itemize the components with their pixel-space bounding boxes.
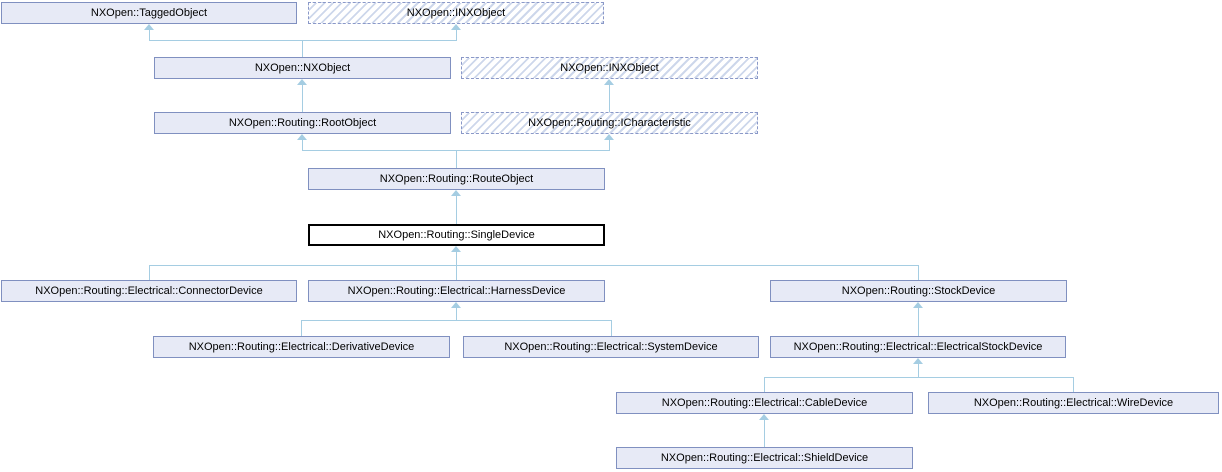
class-node-rootobject[interactable]: NXOpen::Routing::RootObject bbox=[154, 112, 451, 134]
edge-line bbox=[301, 320, 611, 321]
class-node-stockdevice[interactable]: NXOpen::Routing::StockDevice bbox=[770, 280, 1067, 302]
edge-line bbox=[764, 419, 765, 447]
edge-line bbox=[764, 377, 765, 392]
class-node-wiredevice[interactable]: NXOpen::Routing::Electrical::WireDevice bbox=[928, 392, 1219, 414]
edge-line bbox=[149, 265, 150, 280]
edge-line bbox=[456, 251, 457, 265]
edge-line bbox=[456, 150, 457, 168]
class-node-routeobject[interactable]: NXOpen::Routing::RouteObject bbox=[308, 168, 605, 190]
class-node-inxobject-mid: NXOpen::INXObject bbox=[461, 57, 758, 79]
arrowhead-icon bbox=[604, 134, 614, 140]
edge-line bbox=[918, 363, 919, 377]
class-node-taggedobject[interactable]: NXOpen::TaggedObject bbox=[1, 2, 297, 24]
class-node-derivativedevice[interactable]: NXOpen::Routing::Electrical::DerivativeD… bbox=[153, 336, 450, 358]
class-node-harnessdevice[interactable]: NXOpen::Routing::Electrical::HarnessDevi… bbox=[308, 280, 605, 302]
class-node-icharacteristic: NXOpen::Routing::ICharacteristic bbox=[461, 112, 758, 134]
edge-line bbox=[149, 29, 150, 40]
edge-line bbox=[918, 307, 919, 336]
arrowhead-icon bbox=[451, 190, 461, 196]
edge-line bbox=[764, 377, 1074, 378]
class-node-cabledevice[interactable]: NXOpen::Routing::Electrical::CableDevice bbox=[616, 392, 913, 414]
arrowhead-icon bbox=[759, 414, 769, 420]
edge-line bbox=[302, 40, 303, 57]
edge-line bbox=[456, 29, 457, 40]
edge-line bbox=[149, 40, 457, 41]
edge-line bbox=[456, 307, 457, 320]
arrowhead-icon bbox=[913, 358, 923, 364]
arrowhead-icon bbox=[451, 24, 461, 30]
edge-line bbox=[611, 320, 612, 336]
edge-line bbox=[302, 84, 303, 112]
edge-line bbox=[301, 320, 302, 336]
class-node-singledevice-focus: NXOpen::Routing::SingleDevice bbox=[308, 224, 605, 246]
class-node-nxobject[interactable]: NXOpen::NXObject bbox=[154, 57, 451, 79]
class-node-systemdevice[interactable]: NXOpen::Routing::Electrical::SystemDevic… bbox=[463, 336, 759, 358]
class-node-inxobject-top: NXOpen::INXObject bbox=[308, 2, 604, 24]
edge-line bbox=[302, 139, 303, 150]
class-node-connectordevice[interactable]: NXOpen::Routing::Electrical::ConnectorDe… bbox=[1, 280, 297, 302]
edge-line bbox=[1073, 377, 1074, 392]
arrowhead-icon bbox=[297, 134, 307, 140]
arrowhead-icon bbox=[451, 246, 461, 252]
edge-line bbox=[609, 84, 610, 112]
arrowhead-icon bbox=[451, 302, 461, 308]
arrowhead-icon bbox=[144, 24, 154, 30]
edge-line bbox=[456, 265, 457, 280]
class-node-shielddevice[interactable]: NXOpen::Routing::Electrical::ShieldDevic… bbox=[616, 447, 913, 469]
arrowhead-icon bbox=[297, 79, 307, 85]
arrowhead-icon bbox=[604, 79, 614, 85]
arrowhead-icon bbox=[913, 302, 923, 308]
edge-line bbox=[609, 139, 610, 150]
edge-line bbox=[456, 195, 457, 224]
edge-line bbox=[918, 265, 919, 280]
edge-line bbox=[149, 265, 919, 266]
class-node-electricalstockdevice[interactable]: NXOpen::Routing::Electrical::ElectricalS… bbox=[770, 336, 1066, 358]
